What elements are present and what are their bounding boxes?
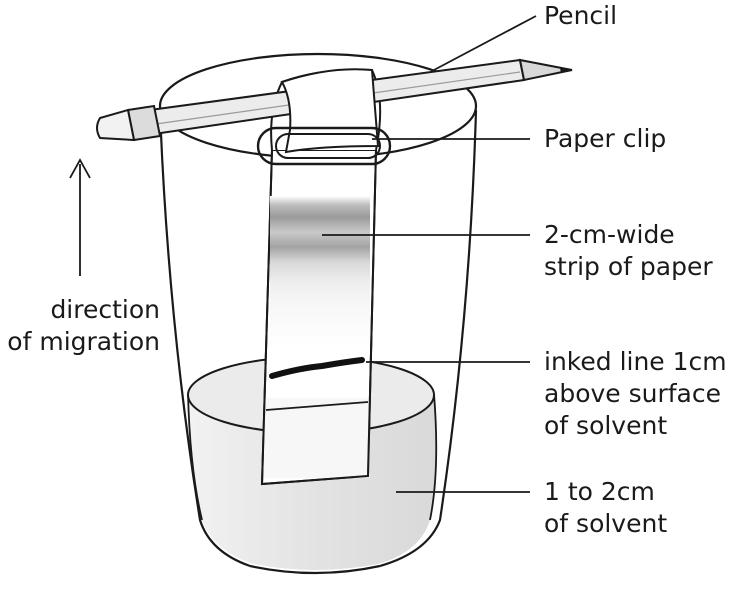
solvent-right-edge	[429, 393, 438, 521]
paper-clip-outer	[256, 126, 392, 166]
pencil-leader	[433, 15, 537, 71]
pencil-eraser	[96, 108, 136, 142]
migration-bands	[270, 196, 370, 346]
inked-line-label: inked line 1cm above surface of solvent	[544, 347, 727, 440]
pencil-lead	[560, 68, 572, 73]
leader-lines	[322, 15, 537, 493]
solvent-behind-strip	[264, 398, 370, 478]
beaker-bottom	[249, 564, 381, 575]
solvent-fill	[188, 394, 437, 570]
direction-label: direction of migration	[7, 295, 160, 356]
paper-clip-inner	[275, 133, 381, 159]
solvent-label: 1 to 2cm of solvent	[544, 477, 668, 538]
beaker-right-wall	[379, 109, 478, 568]
paper-strip	[260, 149, 378, 486]
migration-arrow	[69, 158, 91, 276]
solvent-line-on-strip	[265, 401, 369, 411]
paper-clip-label: Paper clip	[544, 124, 667, 153]
beaker-left-wall	[158, 109, 251, 568]
paper-fold-front	[280, 68, 380, 154]
paper-strip-outline	[260, 149, 377, 486]
pencil-tip	[518, 58, 573, 82]
paper-clip	[256, 126, 392, 166]
inked-line	[269, 357, 365, 379]
solvent-left-edge	[187, 393, 203, 521]
strip-label: 2-cm-wide strip of paper	[544, 220, 713, 281]
pencil-label: Pencil	[544, 1, 618, 30]
migration-arrow-head	[69, 158, 91, 179]
paper-fold-front-shape	[280, 68, 380, 154]
